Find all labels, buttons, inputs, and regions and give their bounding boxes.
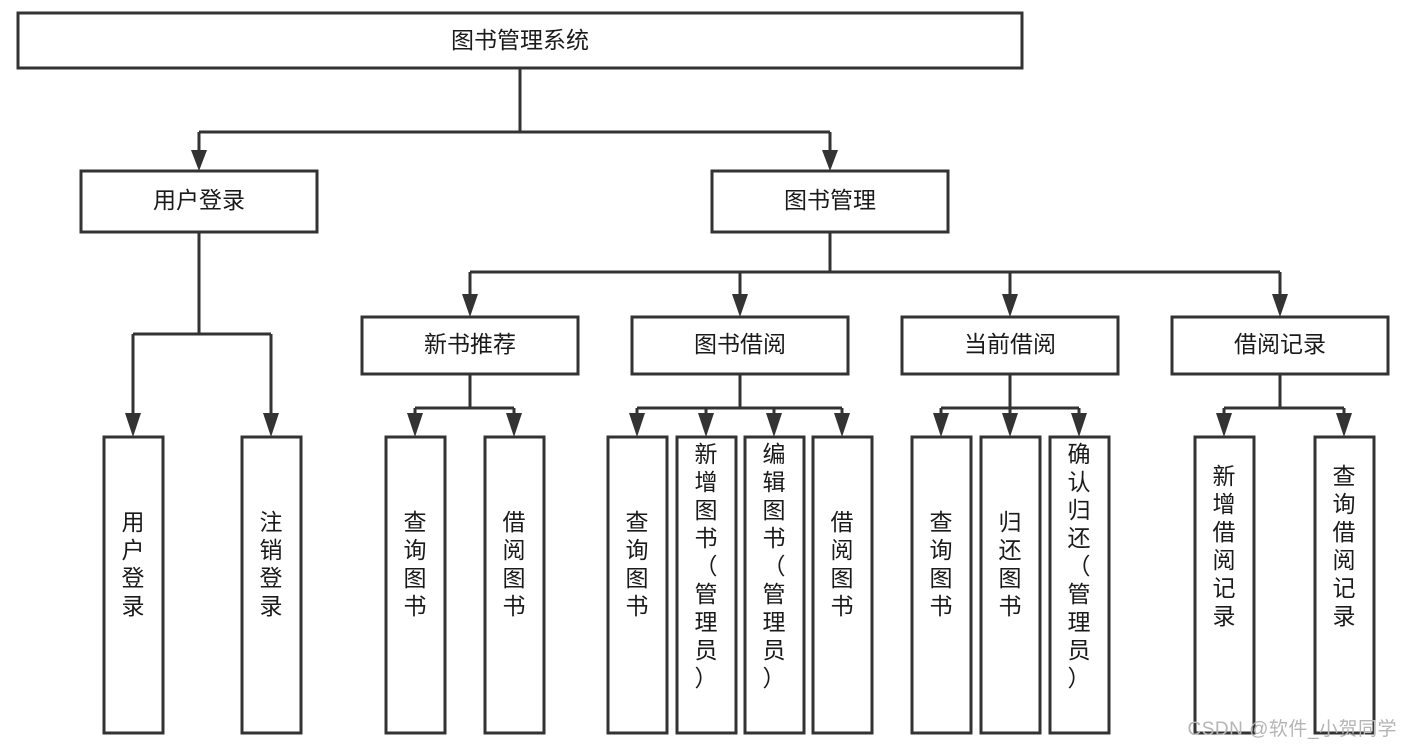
node-new-book-recommend[interactable]: 新书推荐	[360, 315, 580, 376]
leaf-current-borrow-3[interactable]: 确认归还（管理员）	[1048, 435, 1111, 735]
leaf-current-borrow-2[interactable]: 归还图书	[979, 435, 1042, 735]
arrow-head-user-login-leaf-1	[125, 413, 141, 437]
connectors-borrow-record-to-leaves	[1216, 374, 1352, 437]
leaf-book-borrow-2-box[interactable]	[675, 435, 738, 735]
arrow-head-new-book-leaf-1	[407, 413, 423, 437]
node-book-borrow[interactable]: 图书借阅	[630, 315, 850, 376]
leaf-user-login-1-box[interactable]	[102, 435, 165, 735]
leaf-book-borrow-4-box[interactable]	[811, 435, 874, 735]
node-root-box[interactable]	[16, 11, 1024, 70]
connectors-book-borrow-to-leaves	[629, 374, 850, 437]
node-borrow-record-box[interactable]	[1170, 315, 1390, 376]
leaf-new-book-2-label: 借阅图书	[503, 509, 526, 619]
node-current-borrow-box[interactable]	[900, 315, 1120, 376]
node-user-login[interactable]: 用户登录	[79, 169, 319, 234]
leaf-book-borrow-3-box[interactable]	[743, 435, 806, 735]
leaf-borrow-record-1-label: 新增借阅记录	[1213, 463, 1236, 629]
arrow-head-user-login	[191, 150, 207, 171]
leaf-current-borrow-1[interactable]: 查询图书	[910, 435, 973, 735]
arrow-head-current-borrow-leaf-2	[1002, 413, 1018, 437]
arrow-head-book-mgmt	[822, 150, 838, 171]
connectors-user-login-to-leaves	[125, 232, 279, 437]
arrow-head-book-borrow	[732, 294, 748, 317]
leaf-new-book-1[interactable]: 查询图书	[384, 435, 447, 735]
leaf-borrow-record-2[interactable]: 查询借阅记录	[1313, 435, 1376, 735]
node-new-book-recommend-label: 新书推荐	[424, 331, 516, 357]
arrow-head-current-borrow-leaf-3	[1071, 413, 1087, 437]
arrow-head-current-borrow	[1002, 294, 1018, 317]
leaf-new-book-2-box[interactable]	[483, 435, 546, 735]
leaf-user-login-1-label: 用户登录	[122, 509, 145, 619]
leaf-book-borrow-3-label: 编辑图书（管理员）	[763, 441, 786, 691]
node-borrow-record-label: 借阅记录	[1234, 331, 1326, 357]
leaf-current-borrow-1-box[interactable]	[910, 435, 973, 735]
node-book-borrow-box[interactable]	[630, 315, 850, 376]
arrow-head-book-borrow-leaf-1	[629, 413, 645, 437]
arrow-head-borrow-record	[1272, 294, 1288, 317]
leaf-book-borrow-1-box[interactable]	[606, 435, 669, 735]
node-new-book-recommend-box[interactable]	[360, 315, 580, 376]
leaf-book-borrow-2[interactable]: 新增图书（管理员）	[675, 435, 738, 735]
leaf-current-borrow-1-label: 查询图书	[930, 509, 953, 619]
leaf-book-borrow-1[interactable]: 查询图书	[606, 435, 669, 735]
leaf-new-book-2[interactable]: 借阅图书	[483, 435, 546, 735]
node-user-login-box[interactable]	[79, 169, 319, 234]
connectors-new-book-to-leaves	[407, 374, 522, 437]
arrow-head-book-borrow-leaf-4	[834, 413, 850, 437]
leaf-book-borrow-4-label: 借阅图书	[831, 509, 854, 619]
leaf-borrow-record-1[interactable]: 新增借阅记录	[1193, 435, 1256, 735]
connectors-current-borrow-to-leaves	[933, 374, 1087, 437]
node-book-borrow-label: 图书借阅	[694, 331, 786, 357]
node-book-management-box[interactable]	[710, 169, 950, 234]
leaf-user-login-2[interactable]: 注销登录	[240, 435, 303, 735]
connectors-root-to-level2	[191, 68, 838, 171]
node-user-login-label: 用户登录	[153, 187, 245, 213]
leaf-borrow-record-1-box[interactable]	[1193, 435, 1256, 735]
leaf-user-login-1[interactable]: 用户登录	[102, 435, 165, 735]
node-root-label: 图书管理系统	[451, 27, 589, 53]
node-root[interactable]: 图书管理系统	[16, 11, 1024, 70]
leaf-new-book-1-label: 查询图书	[404, 509, 427, 619]
leaf-book-borrow-3[interactable]: 编辑图书（管理员）	[743, 435, 806, 735]
leaf-borrow-record-2-label: 查询借阅记录	[1333, 463, 1356, 629]
node-book-management[interactable]: 图书管理	[710, 169, 950, 234]
connectors-book-mgmt-to-level3	[462, 232, 1288, 317]
leaf-borrow-record-2-box[interactable]	[1313, 435, 1376, 735]
leaf-current-borrow-3-label: 确认归还（管理员）	[1068, 441, 1091, 691]
arrow-head-book-borrow-leaf-2	[698, 413, 714, 437]
leaf-book-borrow-4[interactable]: 借阅图书	[811, 435, 874, 735]
arrow-head-new-book-leaf-2	[506, 413, 522, 437]
node-book-management-label: 图书管理	[784, 187, 876, 213]
leaf-current-borrow-2-box[interactable]	[979, 435, 1042, 735]
node-current-borrow-label: 当前借阅	[964, 331, 1056, 357]
leaf-book-borrow-1-label: 查询图书	[626, 509, 649, 619]
arrow-head-user-login-leaf-2	[263, 413, 279, 437]
leaf-book-borrow-2-label: 新增图书（管理员）	[695, 441, 718, 691]
node-current-borrow[interactable]: 当前借阅	[900, 315, 1120, 376]
leaf-user-login-2-box[interactable]	[240, 435, 303, 735]
arrow-head-borrow-record-leaf-2	[1336, 413, 1352, 437]
arrow-head-borrow-record-leaf-1	[1216, 413, 1232, 437]
leaf-new-book-1-box[interactable]	[384, 435, 447, 735]
arrow-head-current-borrow-leaf-1	[933, 413, 949, 437]
leaf-user-login-2-label: 注销登录	[260, 509, 283, 619]
node-borrow-record[interactable]: 借阅记录	[1170, 315, 1390, 376]
arrow-head-book-borrow-leaf-3	[766, 413, 782, 437]
arrow-head-new-book	[462, 294, 478, 317]
leaf-current-borrow-3-box[interactable]	[1048, 435, 1111, 735]
leaf-current-borrow-2-label: 归还图书	[999, 509, 1022, 619]
